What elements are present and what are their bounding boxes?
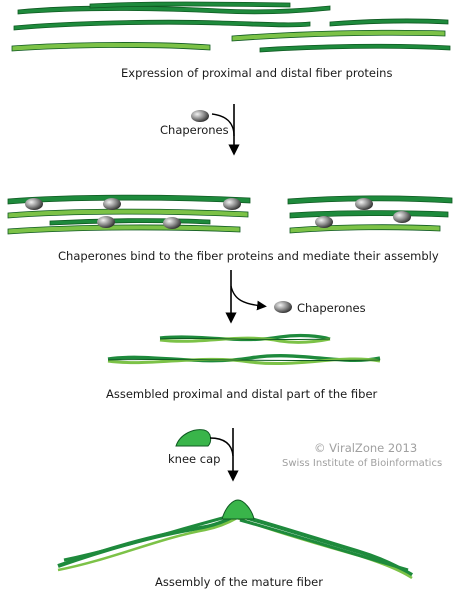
- chaperone-particle: [355, 198, 373, 210]
- knee-cap-label: knee cap: [168, 452, 221, 466]
- chaperones-in-label: Chaperones: [160, 123, 229, 137]
- chaperone-binding-arrow: [191, 104, 240, 156]
- chaperones-out-label: Chaperones: [297, 301, 366, 315]
- fiber-protein-dark: [49, 218, 211, 226]
- free-fiber-proteins: [11, 1, 451, 53]
- chaperone-particle: [274, 301, 292, 313]
- knee-cap-head: [221, 499, 255, 520]
- mature-label: Assembly of the mature fiber: [155, 575, 323, 589]
- mature-fiber: [57, 499, 414, 580]
- fiber-protein-light: [7, 224, 241, 235]
- fiber-protein-light: [231, 29, 446, 42]
- chaperone-bound-fibers-left: [7, 194, 251, 235]
- chaperone-particle: [163, 217, 181, 229]
- knee-cap-shape: [175, 429, 212, 447]
- chaperone-particle: [103, 198, 121, 210]
- chaperone-bound-fibers-right: [287, 195, 453, 234]
- fiber-protein-dark: [89, 1, 291, 9]
- chaperone-particle: [315, 216, 333, 228]
- assembled-proximal-fiber: [159, 333, 331, 344]
- expression-label: Expression of proximal and distal fiber …: [121, 66, 393, 80]
- chaperone-particle: [191, 110, 209, 122]
- chaperone-release-arrow: [225, 270, 292, 324]
- fiber-protein-dark: [259, 43, 451, 53]
- chaperone-particle: [97, 216, 115, 228]
- credit-line-1: © ViralZone 2013: [314, 441, 418, 455]
- fiber-protein-light: [7, 208, 249, 219]
- chaperone-particle: [25, 198, 43, 210]
- fiber-protein-light: [289, 224, 441, 234]
- binding-label: Chaperones bind to the fiber proteins an…: [58, 249, 439, 263]
- chaperone-particle: [223, 198, 241, 210]
- fiber-protein-light: [11, 42, 211, 52]
- knee-cap-arrow: [175, 428, 239, 482]
- fiber-protein-dark: [329, 18, 449, 27]
- fiber-protein-dark: [289, 210, 449, 219]
- fiber-protein-dark: [7, 194, 251, 205]
- fiber-protein-dark: [13, 19, 311, 31]
- credit-line-2: Swiss Institute of Bioinformatics: [282, 458, 443, 469]
- assembled-label: Assembled proximal and distal part of th…: [106, 387, 378, 401]
- chaperone-particle: [393, 211, 411, 223]
- assembled-distal-fiber: [107, 354, 381, 366]
